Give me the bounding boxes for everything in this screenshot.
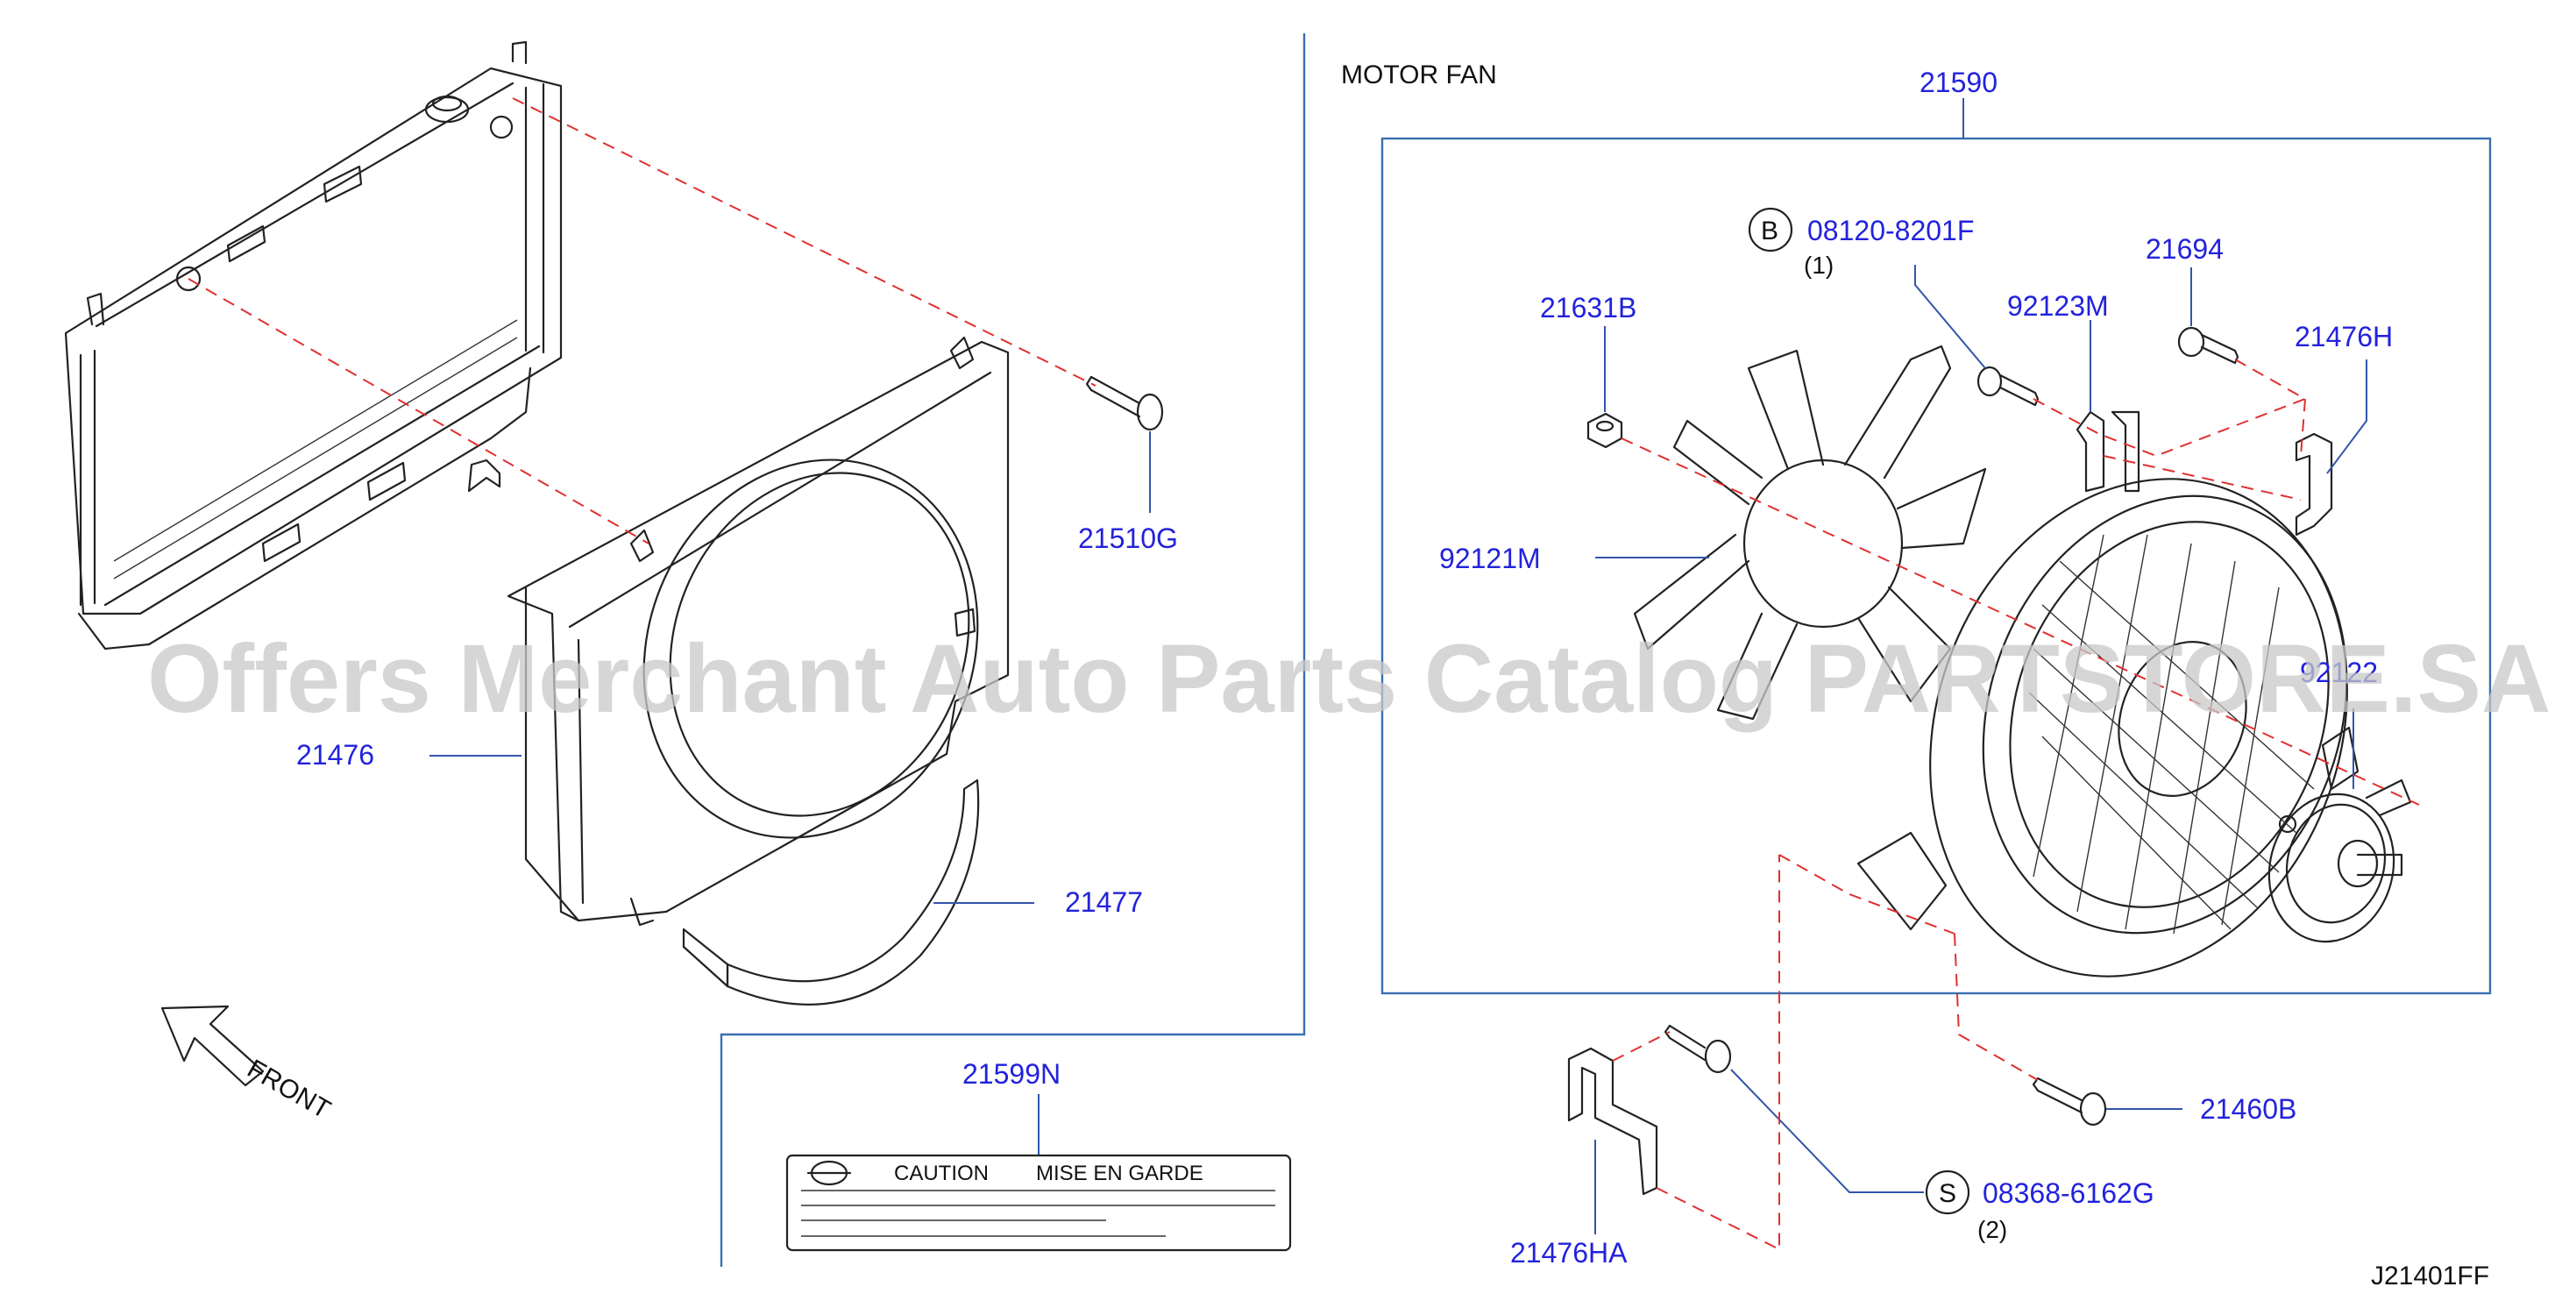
- screw-21510G-drawing: [1085, 375, 1164, 431]
- badge-s-icon: [1925, 1169, 1970, 1215]
- watermark: Offers Merchant Auto Parts Catalog PARTS…: [147, 625, 2551, 733]
- part-label-21631B[interactable]: 21631B: [1540, 292, 1636, 323]
- badge-s-letter: S: [1939, 1179, 1956, 1208]
- part-label-21510G[interactable]: 21510G: [1078, 523, 1178, 554]
- radiator-drawing: [64, 40, 563, 650]
- part-label-21476HA[interactable]: 21476HA: [1510, 1237, 1628, 1269]
- part-qty-08120: (1): [1804, 252, 1834, 279]
- guide-line-4: [2033, 398, 2306, 458]
- shroud-lower-drawing: [682, 778, 980, 1006]
- leader-21476H: [2326, 359, 2367, 474]
- fan-shroud-drawing: [507, 336, 1010, 927]
- motor-fan-group-frame: [1380, 137, 2492, 995]
- bolt-21460B-drawing: [2032, 1077, 2107, 1127]
- part-label-08120-8201F[interactable]: 08120-8201F: [1807, 215, 1974, 246]
- part-label-21476[interactable]: 21476: [296, 739, 374, 771]
- drawing-code: J21401FF: [2371, 1262, 2489, 1290]
- front-arrow-icon: [160, 1005, 265, 1087]
- part-label-21590[interactable]: 21590: [1920, 67, 1998, 98]
- guide-line-2: [188, 278, 649, 544]
- brand-logo-icon: [806, 1160, 852, 1186]
- guide-line-5: [2234, 359, 2307, 457]
- guide-line-1: [512, 97, 1096, 387]
- part-label-21599N[interactable]: 21599N: [962, 1058, 1061, 1090]
- badge-b-icon: [1748, 207, 1793, 252]
- badge-b-letter: B: [1761, 217, 1778, 245]
- caution-label-plate: [785, 1154, 1292, 1252]
- part-label-21477[interactable]: 21477: [1065, 886, 1143, 918]
- fan-blade-drawing: [1633, 345, 1987, 721]
- bolt-21694-drawing: [2177, 326, 2239, 365]
- guide-line-7: [1954, 933, 2039, 1081]
- leader-08368: [1730, 1069, 1924, 1193]
- bracket-21476HA-drawing: [1567, 1047, 1658, 1196]
- guide-line-9: [1612, 855, 1780, 1251]
- part-label-21460B[interactable]: 21460B: [2200, 1093, 2296, 1125]
- leader-08120: [1914, 265, 1986, 369]
- part-qty-08368: (2): [1977, 1216, 2007, 1243]
- mise-en-garde-text: MISE EN GARDE: [1036, 1162, 1203, 1185]
- part-label-08368-6162G[interactable]: 08368-6162G: [1983, 1177, 2154, 1209]
- section-title: MOTOR FAN: [1341, 60, 1497, 89]
- caution-text: CAUTION: [894, 1162, 989, 1185]
- part-label-92123M[interactable]: 92123M: [2007, 290, 2109, 322]
- motor-shroud-drawing: [1856, 410, 2360, 978]
- front-label: FRONT: [243, 1054, 336, 1124]
- guide-line-6: [2103, 455, 2302, 501]
- bracket-21476H-drawing: [2295, 432, 2333, 537]
- part-label-92121M[interactable]: 92121M: [1439, 543, 1541, 574]
- section-divider-vertical: [720, 33, 1306, 1267]
- fan-motor-drawing: [2267, 778, 2412, 943]
- bolt-08120-drawing: [1976, 366, 2040, 407]
- part-label-21476H[interactable]: 21476H: [2295, 321, 2393, 352]
- nut-21631B-drawing: [1586, 412, 1623, 449]
- guide-line-8: [1778, 854, 1955, 935]
- guide-line-3: [1621, 437, 2420, 806]
- part-label-21694[interactable]: 21694: [2146, 233, 2224, 265]
- bolt-08368-drawing: [1664, 1024, 1732, 1074]
- part-label-92122[interactable]: 92122: [2300, 657, 2378, 688]
